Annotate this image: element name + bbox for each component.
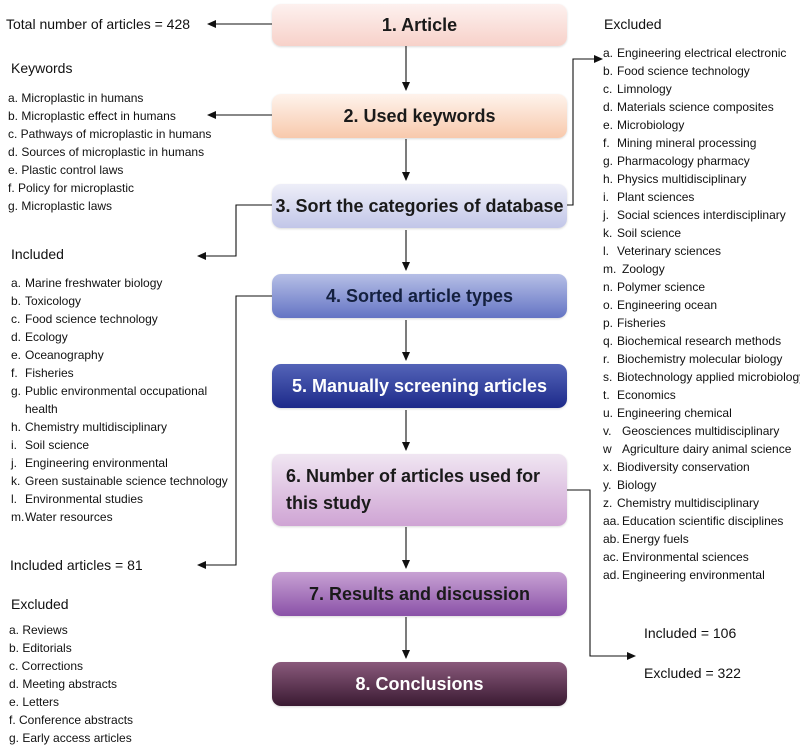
- list-item: r.Biochemistry molecular biology: [603, 352, 783, 366]
- excluded-categories-heading: Excluded: [604, 16, 662, 32]
- step-8-conclusions: 8. Conclusions: [272, 662, 567, 706]
- list-item: j.Engineering environmental: [11, 456, 168, 470]
- list-item: f.Mining mineral processing: [603, 136, 757, 150]
- list-item: v.Geosciences multidisciplinary: [603, 424, 780, 438]
- list-item: a.Marine freshwater biology: [11, 276, 163, 290]
- list-item: a. Reviews: [9, 623, 68, 637]
- list-item: d. Meeting abstracts: [9, 677, 118, 691]
- list-item: z.Chemistry multidisciplinary: [603, 496, 760, 510]
- list-item: a. Microplastic in humans: [8, 91, 144, 105]
- keywords-heading: Keywords: [11, 60, 73, 76]
- list-item: e.Microbiology: [603, 118, 685, 132]
- list-item: ab.Energy fuels: [603, 532, 689, 546]
- list-item: j.Social sciences interdisciplinary: [603, 208, 786, 222]
- list-item: m.Zoology: [603, 262, 665, 276]
- list-item: s.Biotechnology applied microbiology: [603, 370, 800, 384]
- arrow-count-final: [567, 489, 636, 660]
- list-item: b. Editorials: [9, 641, 72, 655]
- step-4-sorted-article-types: 4. Sorted article types: [272, 274, 567, 318]
- list-item: c. Pathways of microplastic in humans: [8, 127, 212, 141]
- list-item: l.Environmental studies: [11, 492, 144, 506]
- step-3-sort-categories: 3. Sort the categories of database: [272, 184, 567, 228]
- list-item: i.Soil science: [11, 438, 90, 452]
- list-item: ac.Environmental sciences: [603, 550, 749, 564]
- final-included-count: Included = 106: [644, 625, 737, 641]
- list-item: g.Pharmacology pharmacy: [603, 154, 750, 168]
- list-item: k.Green sustainable science technology: [11, 474, 228, 488]
- list-item: g.Public environmental occupational: [11, 384, 208, 398]
- list-item: d.Ecology: [11, 330, 68, 344]
- list-item: m.Water resources: [11, 510, 113, 524]
- included-categories-heading: Included: [11, 246, 64, 262]
- list-item: ad.Engineering environmental: [603, 568, 765, 582]
- step-2-used-keywords: 2. Used keywords: [272, 94, 567, 138]
- arrow-sort-excluded: [567, 55, 603, 206]
- list-item: e. Letters: [9, 695, 60, 709]
- list-item: d.Materials science composites: [603, 100, 774, 114]
- step-1-article: 1. Article: [272, 4, 567, 46]
- list-item: l.Veterinary sciences: [603, 244, 722, 258]
- list-item: t.Economics: [603, 388, 676, 402]
- list-item: f.Fisheries: [11, 366, 74, 380]
- list-item: x.Biodiversity conservation: [603, 460, 750, 474]
- excluded-types-heading: Excluded: [11, 596, 69, 612]
- list-item: n.Polymer science: [603, 280, 706, 294]
- list-item: c.Limnology: [603, 82, 672, 96]
- list-item: aa.Education scientific disciplines: [603, 514, 784, 528]
- arrow-sort-included: [197, 204, 272, 260]
- step-7-results-discussion: 7. Results and discussion: [272, 572, 567, 616]
- excluded-categories-list: a.Engineering electrical electronic b.Fo…: [603, 44, 800, 584]
- list-item: e.Oceanography: [11, 348, 104, 362]
- list-item-continuation: health: [25, 402, 58, 416]
- list-item: a.Engineering electrical electronic: [603, 46, 787, 60]
- list-item: h.Chemistry multidisciplinary: [11, 420, 168, 434]
- list-item: k.Soil science: [603, 226, 682, 240]
- list-item: c.Food science technology: [11, 312, 158, 326]
- list-item: y.Biology: [603, 478, 657, 492]
- list-item: p.Fisheries: [603, 316, 666, 330]
- arrow-types-included-articles: [197, 295, 272, 569]
- final-excluded-count: Excluded = 322: [644, 665, 741, 681]
- excluded-types-list: a. Reviews b. Editorials c. Corrections …: [9, 621, 133, 747]
- list-item: h.Physics multidisciplinary: [603, 172, 747, 186]
- step-6-number-of-articles: 6. Number of articles used for this stud…: [272, 454, 567, 526]
- list-item: b. Microplastic effect in humans: [8, 109, 176, 123]
- list-item: d. Sources of microplastic in humans: [8, 145, 205, 159]
- list-item: g. Early access articles: [9, 731, 132, 745]
- included-articles-label: Included articles = 81: [10, 557, 143, 573]
- included-categories-list: a.Marine freshwater biology b.Toxicology…: [11, 274, 228, 526]
- step-5-manual-screening: 5. Manually screening articles: [272, 364, 567, 408]
- total-articles-label: Total number of articles = 428: [6, 16, 191, 32]
- list-item: f. Conference abstracts: [9, 713, 134, 727]
- list-item: i.Plant sciences: [603, 190, 695, 204]
- list-item: e. Plastic control laws: [8, 163, 124, 177]
- list-item: g. Microplastic laws: [8, 199, 113, 213]
- list-item: b.Food science technology: [603, 64, 750, 78]
- list-item: u.Engineering chemical: [603, 406, 732, 420]
- list-item: c. Corrections: [9, 659, 84, 673]
- list-item: o.Engineering ocean: [603, 298, 718, 312]
- keywords-list: a. Microplastic in humans b. Microplasti…: [8, 89, 211, 215]
- list-item: b.Toxicology: [11, 294, 82, 308]
- list-item: q.Biochemical research methods: [603, 334, 782, 348]
- list-item: f. Policy for microplastic: [8, 181, 135, 195]
